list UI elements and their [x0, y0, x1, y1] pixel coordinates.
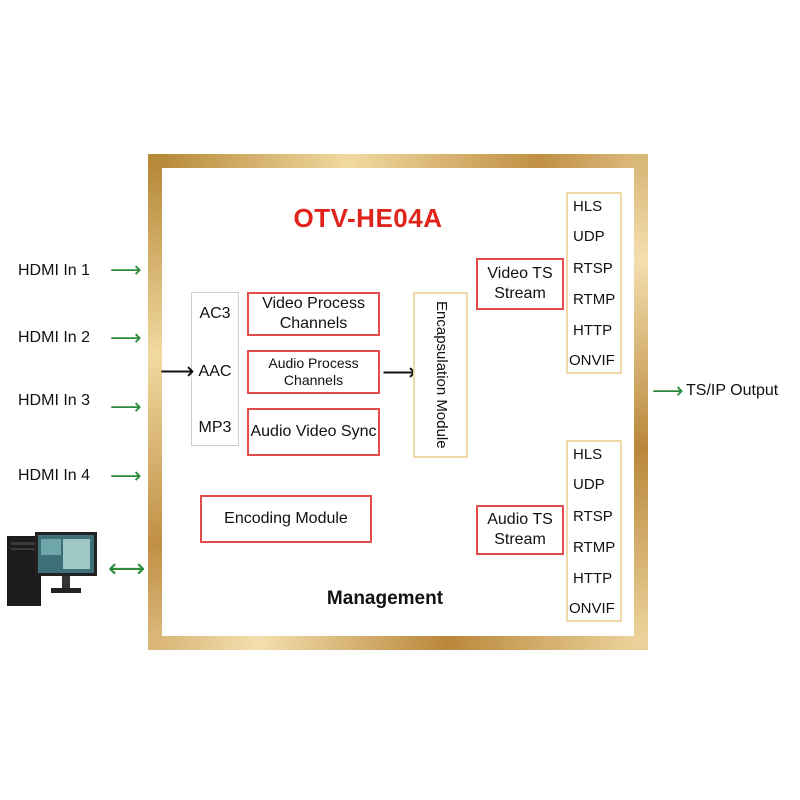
audio-ts-box: Audio TS Stream: [476, 505, 564, 555]
codec-item: MP3: [198, 419, 232, 436]
protocol-item: UDP: [573, 228, 605, 245]
bidirectional-arrow-icon: ⟷: [108, 553, 146, 583]
codec-list: AC3 AAC MP3: [191, 292, 239, 446]
protocol-item: HLS: [573, 446, 603, 463]
hdmi-in-4-label: HDMI In 4: [18, 467, 91, 484]
codec-item: AC3: [199, 305, 231, 322]
encapsulation-module: Encapsulation Module: [413, 292, 468, 458]
right-arrow-icon: ⟶: [110, 463, 142, 488]
protocol-item: RTMP: [573, 539, 616, 556]
encapsulation-label: Encapsulation Module: [432, 301, 450, 449]
video-ts-label: Video TS Stream: [487, 265, 553, 302]
encoding-module-label: Encoding Module: [224, 510, 348, 527]
audio-ts-label: Audio TS Stream: [487, 511, 553, 548]
protocol-item: RTMP: [573, 291, 616, 308]
av-sync-box: Audio Video Sync: [247, 408, 380, 456]
codec-item: AAC: [198, 363, 232, 380]
protocol-item: RTSP: [573, 260, 613, 277]
right-arrow-icon: ⟶: [382, 359, 417, 386]
protocol-item: ONVIF: [569, 600, 615, 617]
ts-ip-output-label: TS/IP Output: [686, 382, 779, 399]
audio-protocol-list: HLS UDP RTSP RTMP HTTP ONVIF: [566, 440, 622, 622]
hdmi-in-1-label: HDMI In 1: [18, 262, 91, 279]
av-sync-label: Audio Video Sync: [250, 423, 377, 440]
protocol-item: ONVIF: [569, 352, 615, 369]
encoding-module-box: Encoding Module: [200, 495, 372, 543]
encapsulation-module-box: [413, 292, 468, 458]
protocol-item: HTTP: [573, 322, 613, 339]
video-protocol-list: HLS UDP RTSP RTMP HTTP ONVIF: [566, 192, 622, 374]
right-arrow-icon: ⟶: [160, 358, 195, 385]
right-arrow-icon: ⟶: [110, 257, 142, 282]
video-process-label: Video Process Channels: [262, 295, 365, 332]
computer-icon: [5, 528, 105, 608]
right-arrow-icon: ⟶: [110, 325, 142, 350]
right-arrow-icon: ⟶: [110, 394, 142, 419]
protocol-item: RTSP: [573, 508, 613, 525]
hdmi-in-2-label: HDMI In 2: [18, 329, 91, 346]
protocol-item: HTTP: [573, 570, 613, 587]
device-title: OTV-HE04A: [293, 203, 443, 233]
right-arrow-icon: ⟶: [652, 378, 684, 403]
hdmi-in-3-label: HDMI In 3: [18, 392, 91, 409]
device-frame: [148, 154, 648, 650]
management-label: Management: [326, 588, 444, 609]
audio-process-box: Audio Process Channels: [247, 350, 380, 394]
video-ts-box: Video TS Stream: [476, 258, 564, 310]
protocol-item: UDP: [573, 476, 605, 493]
audio-process-label: Audio Process Channels: [268, 354, 359, 389]
video-process-box: Video Process Channels: [247, 292, 380, 336]
protocol-item: HLS: [573, 198, 603, 215]
